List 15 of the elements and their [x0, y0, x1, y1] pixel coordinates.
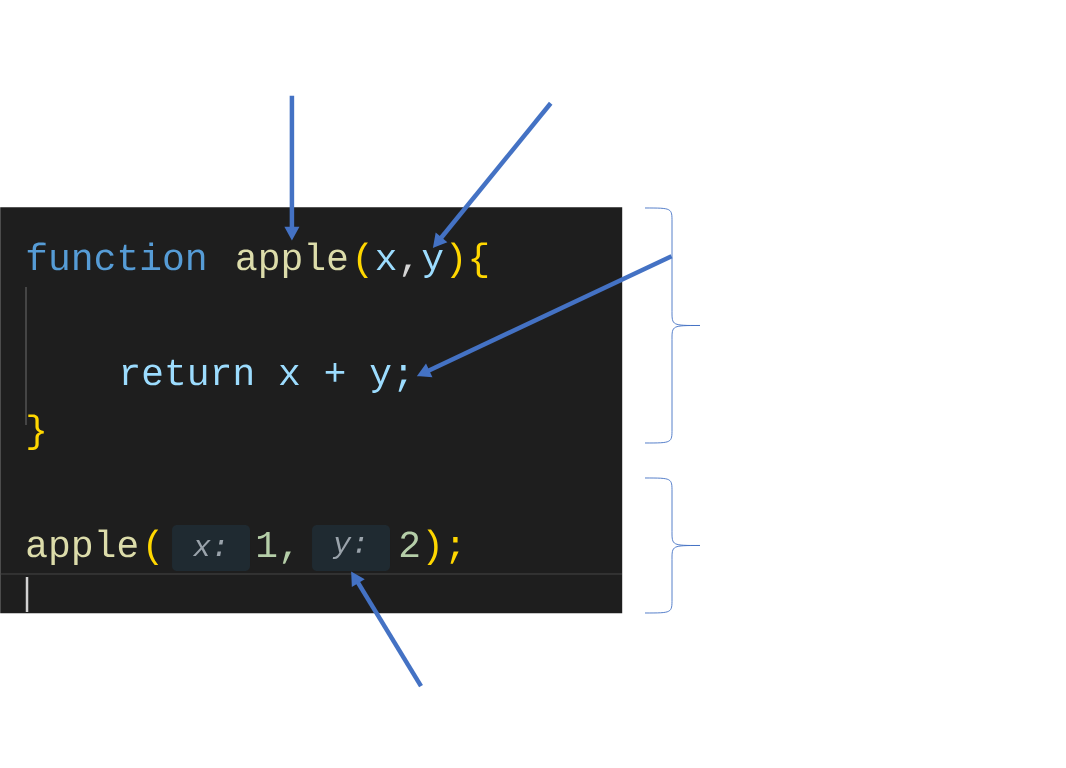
parameter-hint: x: — [172, 525, 250, 571]
code-token: return x + y; — [122, 359, 407, 393]
code-editor-panel — [0, 207, 623, 614]
code-token: } — [28, 414, 44, 450]
code-token: , — [402, 264, 411, 277]
parameter-hint: y: — [312, 525, 390, 571]
code-token: x — [376, 249, 396, 270]
code-token: y — [422, 249, 443, 278]
code-token: apple — [237, 242, 347, 278]
code-token: ( — [357, 242, 368, 278]
code-token: function — [27, 242, 205, 271]
code-token: apple — [27, 529, 137, 565]
code-token: ); — [427, 529, 459, 565]
code-token: 1, — [257, 531, 291, 564]
code-token: ){ — [450, 242, 488, 278]
